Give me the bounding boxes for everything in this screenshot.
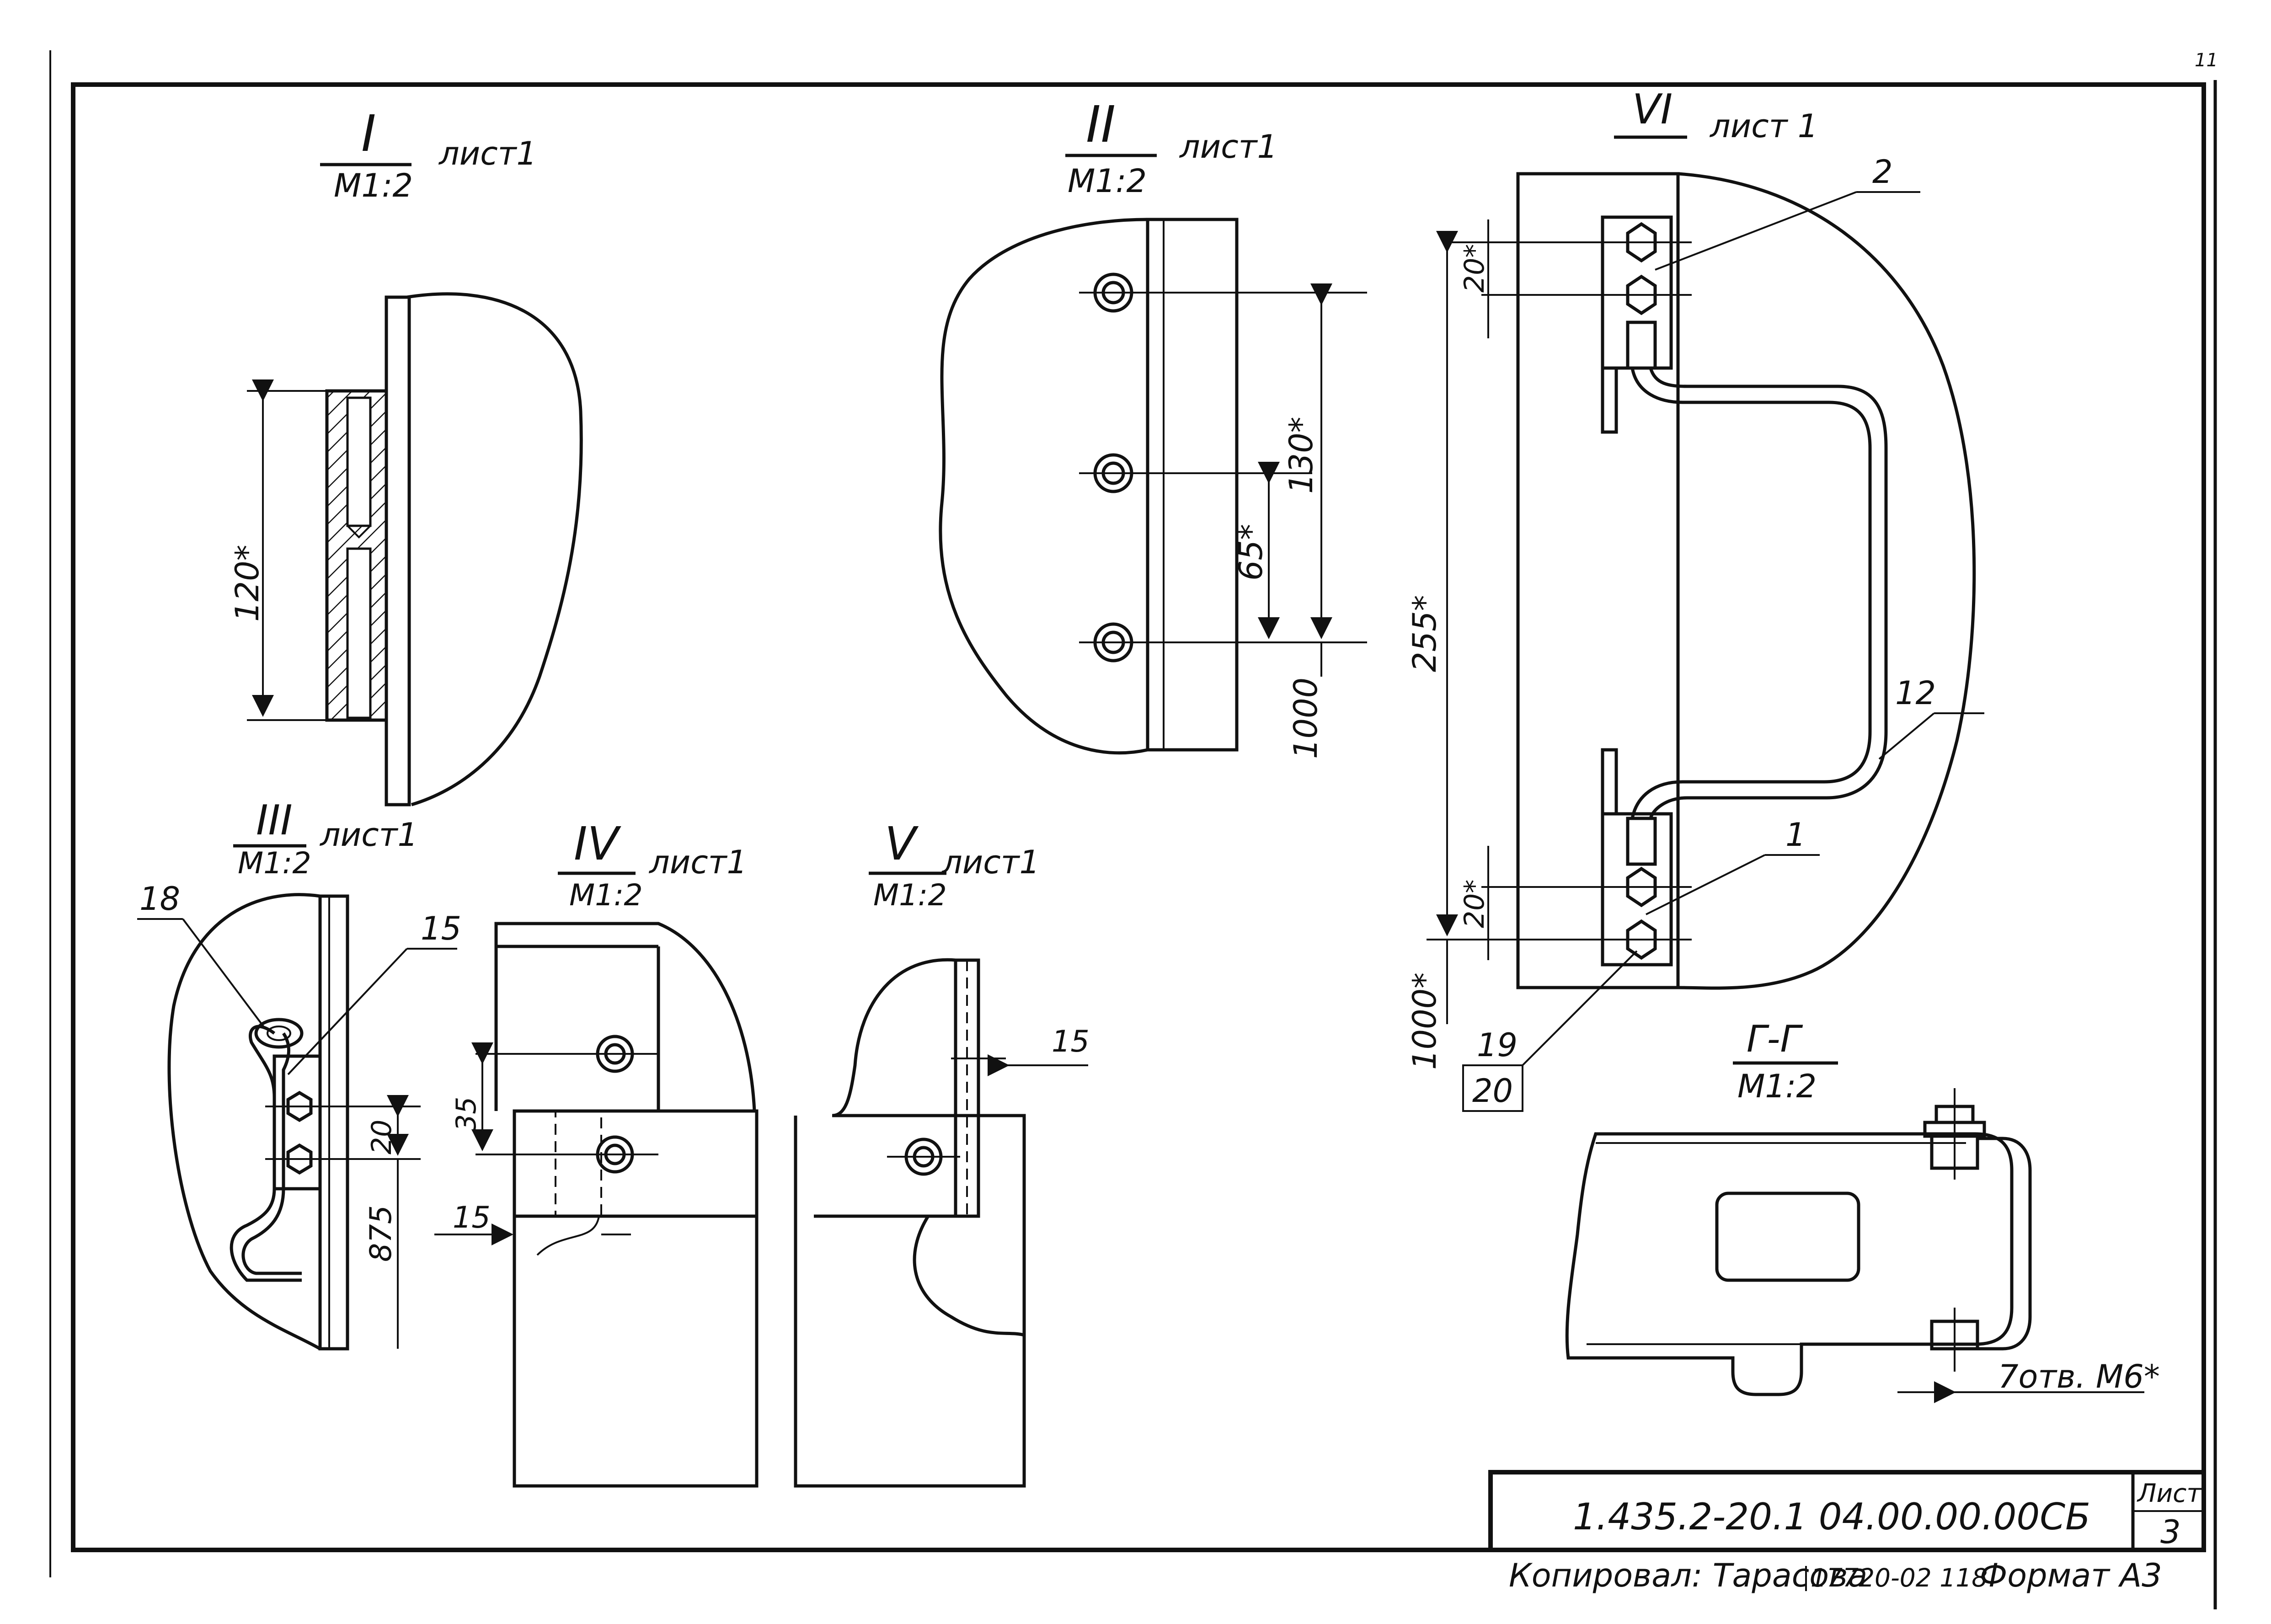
section-gg-bolt-top <box>1923 1088 1986 1180</box>
view-6-pos-20: 20 <box>1472 1072 1513 1110</box>
view-6-pos-12: 12 <box>1895 674 1936 712</box>
view-2-dim-65: 65* <box>1232 524 1270 581</box>
view-5-numeral: V <box>885 817 919 871</box>
view-6-sheet: лист 1 <box>1709 107 1818 145</box>
footer-order: 17720-02 118 <box>1811 1563 1988 1592</box>
view-1-hinge-section <box>325 389 388 722</box>
view-6: VI лист 1 <box>1406 85 1984 1112</box>
view-2-dim-1000: 1000 <box>1287 678 1325 759</box>
view-3-sheet: лист1 <box>319 816 418 854</box>
view-2-dim-130: 130* <box>1282 417 1320 494</box>
view-3-dim-875: 875 <box>364 1205 398 1262</box>
view-2-scale: М1:2 <box>1068 162 1147 200</box>
view-1-label: I лист1 М1:2 <box>320 104 537 204</box>
title-block: 1.435.2-20.1 04.00.00.00СБ Лист 3 <box>1488 1470 2206 1552</box>
view-6-break-line <box>1678 172 1976 990</box>
view-6-pos-1: 1 <box>1785 816 1806 854</box>
view-1: I лист1 М1:2 120* <box>229 104 583 807</box>
view-4-dim-35: 35 <box>450 1097 482 1132</box>
view-6-pos-2: 2 <box>1872 153 1893 191</box>
view-4-dim-15: 15 <box>453 1201 491 1235</box>
view-3-numeral: III <box>256 796 293 844</box>
view-4-sheet: лист1 <box>648 844 747 881</box>
section-gg-body <box>1565 1132 2014 1396</box>
view-3-scale: М1:2 <box>238 846 311 881</box>
view-3-hook <box>230 1025 302 1282</box>
view-4: IV лист1 М1:2 35 15 <box>434 817 759 1488</box>
section-gg-scale: М1:2 <box>1737 1068 1817 1105</box>
view-5-break-line <box>832 958 956 1117</box>
view-6-numeral: VI <box>1632 85 1673 134</box>
view-5-scale: М1:2 <box>873 878 947 913</box>
view-1-dim-label: 120* <box>229 545 266 622</box>
view-4-lower-part <box>513 1109 759 1488</box>
view-3-pos-18: 18 <box>139 880 180 918</box>
view-3-plate <box>318 894 349 1351</box>
view-4-upper-part <box>494 922 756 1111</box>
view-1-scale: М1:2 <box>334 167 413 204</box>
view-1-break-line <box>406 292 583 807</box>
view-6-pos-19: 19 <box>1477 1026 1518 1064</box>
view-6-dim-20-top: 20* <box>1459 244 1491 293</box>
view-1-dim-120: 120* <box>229 379 329 721</box>
view-6-label: VI лист 1 <box>1614 85 1818 145</box>
section-gg-note: 7отв. М6* <box>1998 1358 2160 1395</box>
section-gg-bolt-bottom <box>1930 1308 1979 1372</box>
view-3-break-line <box>167 893 321 1351</box>
view-6-dim-255: 255* <box>1406 595 1443 672</box>
view-5: V лист1 М1:2 15 <box>794 817 1090 1488</box>
view-6-bracket-top <box>1601 215 1673 434</box>
view-2-numeral: II <box>1086 95 1116 154</box>
view-4-scale: М1:2 <box>569 878 643 913</box>
view-2: II лист1 М1:2 130* 65* 1000 <box>939 95 1367 759</box>
view-2-break-line <box>939 218 1148 755</box>
footer-copied-by: Копировал: Тарасова <box>1509 1557 1867 1594</box>
view-5-label: V лист1 М1:2 <box>869 817 1040 913</box>
view-1-sheet: лист1 <box>438 135 537 172</box>
view-2-sheet: лист1 <box>1179 128 1277 166</box>
view-1-plate <box>385 295 411 807</box>
view-5-dim-15: 15 <box>1052 1025 1090 1059</box>
view-1-numeral: I <box>361 104 376 163</box>
view-6-handle-rod <box>1630 368 1872 819</box>
view-6-dim-1000: 1000* <box>1406 972 1443 1070</box>
corner-mark: 11 <box>2195 50 2218 71</box>
view-2-label: II лист1 М1:2 <box>1065 95 1277 200</box>
view-6-dim-20-bottom: 20* <box>1459 880 1491 928</box>
section-gg-title: Г-Г <box>1747 1018 1803 1060</box>
view-3-dim-20: 20 <box>366 1120 398 1154</box>
view-5-sheet: лист1 <box>941 844 1040 881</box>
view-3-label: III лист1 М1:2 <box>233 796 418 881</box>
view-4-numeral: IV <box>574 817 621 871</box>
title-designation: 1.435.2-20.1 04.00.00.00СБ <box>1573 1496 2090 1538</box>
section-gg: Г-Г М1:2 7отв. М6* <box>1565 1018 2160 1403</box>
title-sheet-number: 3 <box>2160 1513 2181 1551</box>
view-3-pos-15: 15 <box>421 910 461 947</box>
view-6-bracket-bottom <box>1601 748 1673 967</box>
view-3: III лист1 М1:2 18 15 20 875 <box>137 796 461 1351</box>
footer: Копировал: Тарасова 17720-02 118 Формат … <box>1509 1557 2162 1594</box>
footer-format: Формат А3 <box>1980 1557 2162 1594</box>
view-4-label: IV лист1 М1:2 <box>558 817 747 913</box>
section-gg-opening <box>1715 1191 1860 1282</box>
title-sheet-label: Лист <box>2137 1479 2202 1508</box>
view-2-plate <box>1146 218 1239 752</box>
